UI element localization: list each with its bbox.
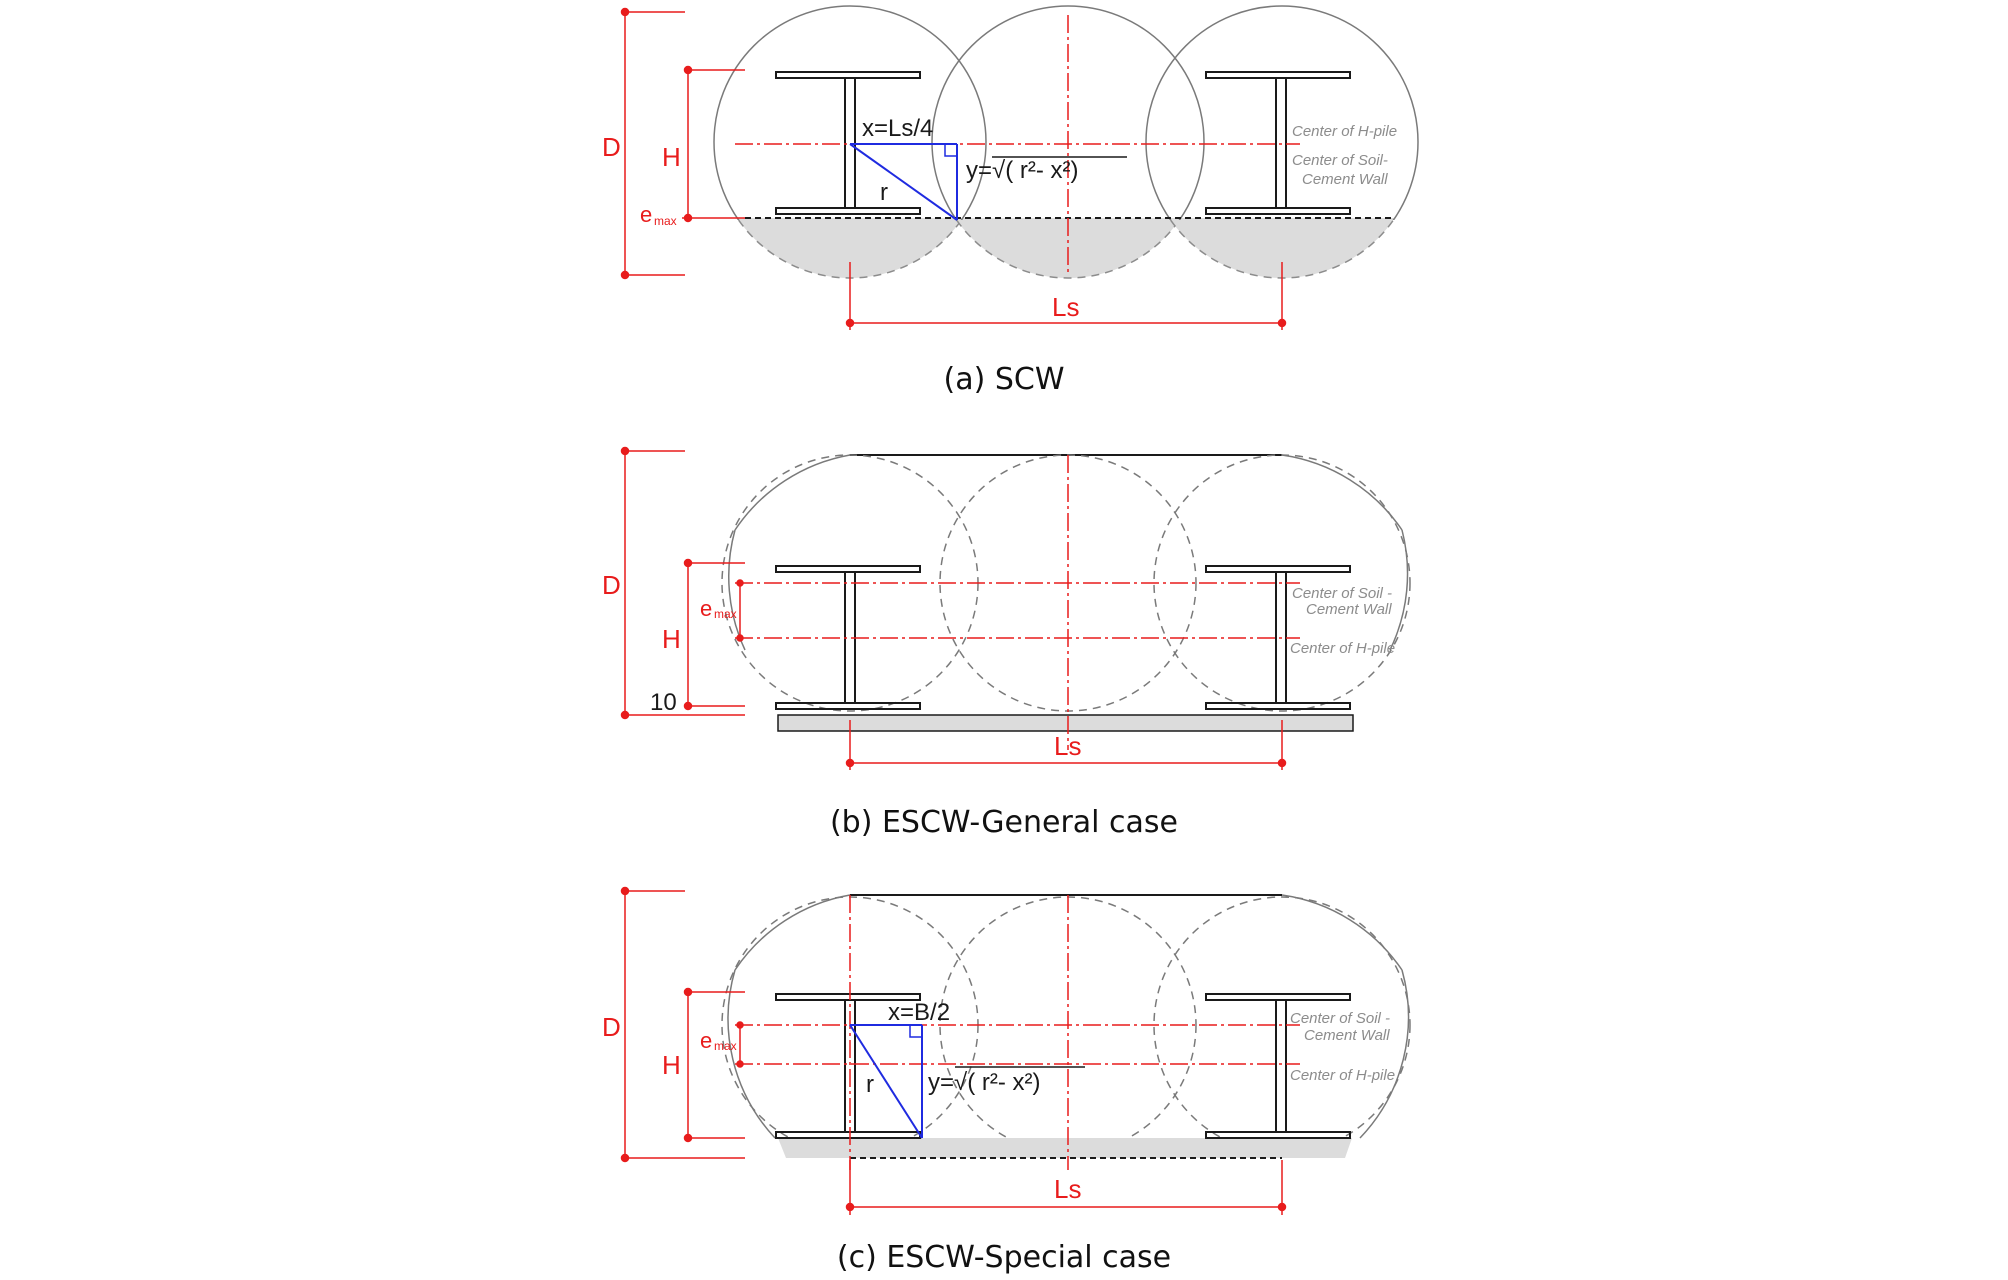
panel-a-soil-fill bbox=[736, 218, 1396, 279]
panel-a-label-Ls: Ls bbox=[1052, 292, 1079, 322]
panel-b-label-D: D bbox=[602, 570, 621, 600]
panel-c-label-r: r bbox=[866, 1071, 874, 1098]
panel-b-label-Ls: Ls bbox=[1054, 731, 1081, 761]
panel-c-label-e: e bbox=[700, 1028, 712, 1053]
panel-a-label-e-sub: max bbox=[654, 214, 677, 228]
panel-c-label-H: H bbox=[662, 1050, 681, 1080]
panel-b-base-strip bbox=[777, 714, 1354, 732]
panel-c-h-pile-right bbox=[1205, 993, 1351, 1139]
panel-c-label-D: D bbox=[602, 1012, 621, 1042]
caption-b: (b) ESCW-General case bbox=[829, 805, 1179, 840]
panel-a-label-H: H bbox=[662, 142, 681, 172]
panel-a-label-e: e bbox=[640, 202, 652, 227]
panel-c-soil-fill bbox=[778, 1138, 1352, 1158]
panel-b-note-wall-2: Cement Wall bbox=[1306, 601, 1392, 618]
panel-c-label-x: x=B/2 bbox=[888, 999, 950, 1026]
panel-b-h-pile-right bbox=[1205, 565, 1351, 710]
panel-c-label-e-sub: max bbox=[714, 1039, 737, 1053]
panel-b-label-e: e bbox=[700, 596, 712, 621]
panel-c-triangle bbox=[849, 1024, 923, 1139]
panel-b-label-e-sub: max bbox=[714, 607, 737, 621]
panel-b-label-H: H bbox=[662, 624, 681, 654]
panel-c: D H e max Ls x=B/2 y=√( r²- x²) r Center… bbox=[602, 886, 1411, 1215]
panel-c-note-wall-1: Center of Soil - bbox=[1290, 1010, 1390, 1027]
panel-c-label-Ls: Ls bbox=[1054, 1174, 1081, 1204]
panel-c-dimensions bbox=[620, 886, 1287, 1215]
panel-b-dimensions bbox=[620, 446, 1287, 770]
panel-a-label-r: r bbox=[880, 179, 888, 206]
panel-b-note-h-pile: Center of H-pile bbox=[1290, 640, 1395, 657]
panel-a: D H e max Ls x=Ls/4 y=√( r²- x²) r Cente… bbox=[602, 5, 1419, 330]
panel-a-label-D: D bbox=[602, 132, 621, 162]
panel-c-label-y: y=√( r²- x²) bbox=[928, 1069, 1040, 1096]
panel-a-note-wall-2: Cement Wall bbox=[1302, 171, 1388, 188]
panel-b-label-ten: 10 bbox=[650, 689, 677, 716]
panel-c-right-arc bbox=[1359, 969, 1410, 1139]
panel-c-note-wall-2: Cement Wall bbox=[1304, 1027, 1390, 1044]
panel-c-left-arc bbox=[727, 969, 776, 1139]
caption-a: (a) SCW bbox=[943, 362, 1065, 397]
panel-a-label-x: x=Ls/4 bbox=[862, 115, 933, 142]
panel-a-triangle bbox=[849, 143, 958, 221]
panel-a-circles bbox=[713, 5, 1419, 220]
panel-a-h-pile-right bbox=[1205, 71, 1351, 215]
panel-c-note-h-pile: Center of H-pile bbox=[1290, 1067, 1395, 1084]
caption-c: (c) ESCW-Special case bbox=[836, 1240, 1172, 1275]
panel-b: D H e max 10 Ls Center of Soil - Cement … bbox=[602, 446, 1411, 770]
panel-a-note-h-pile: Center of H-pile bbox=[1292, 123, 1397, 140]
panel-a-note-wall-1: Center of Soil- bbox=[1292, 152, 1388, 169]
panel-a-label-y: y=√( r²- x²) bbox=[966, 157, 1078, 184]
panel-b-note-wall-1: Center of Soil - bbox=[1292, 585, 1392, 602]
panel-b-right-arc bbox=[1389, 529, 1409, 651]
panel-a-dimensions bbox=[620, 7, 1287, 330]
